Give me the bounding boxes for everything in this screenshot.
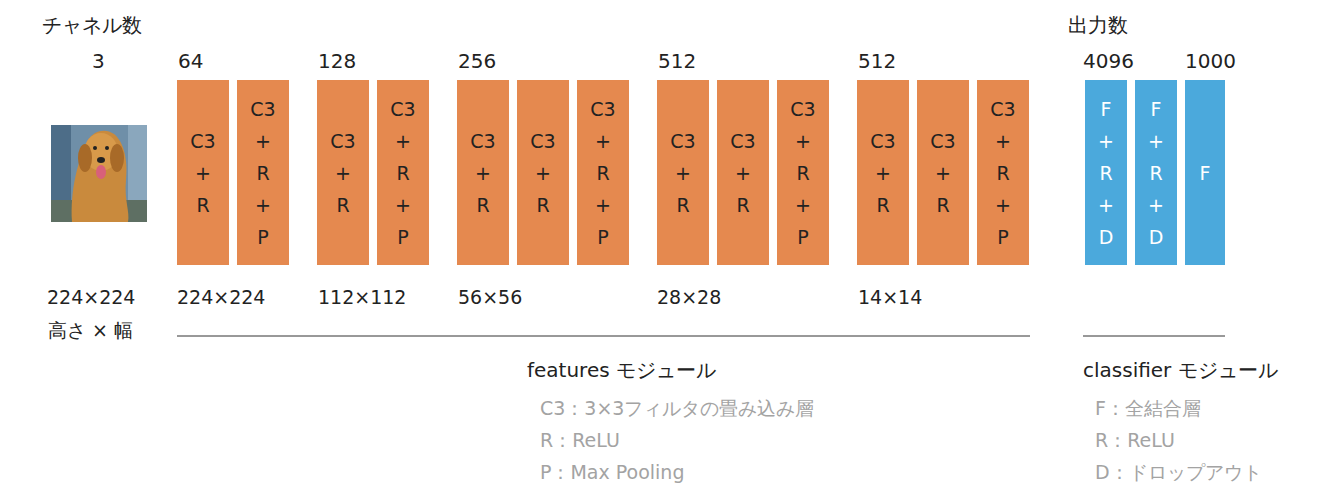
fc-layer-box: F + R + D	[1135, 80, 1177, 265]
conv-layer-box: C3 + R	[177, 80, 229, 265]
fc-layer-box: F	[1185, 80, 1225, 265]
axis-heading: 出力数	[1068, 13, 1128, 37]
layer-label: F + R + D	[1148, 93, 1164, 253]
layer-label: F + R + D	[1098, 93, 1114, 253]
conv-layer-box: C3 + R	[657, 80, 709, 265]
size-label: 224×224	[47, 286, 135, 309]
channel-count: 512	[858, 49, 896, 73]
channel-count: 3	[92, 49, 105, 73]
axis-heading: チャネル数	[42, 13, 142, 37]
conv-layer-box: C3 + R	[857, 80, 909, 265]
conv-layer-box: C3 + R	[517, 80, 569, 265]
conv-layer-box: C3 + R + P	[237, 80, 289, 265]
layer-label: C3 + R + P	[250, 93, 275, 253]
legend-note: F：全結合層	[1095, 397, 1201, 420]
legend-note: R：ReLU	[1095, 429, 1175, 452]
conv-layer-box: C3 + R + P	[577, 80, 629, 265]
features-bracket-line	[177, 336, 1030, 337]
layer-label: C3 + R	[470, 125, 495, 221]
channel-count: 64	[178, 49, 203, 73]
dog-photo	[51, 125, 147, 222]
conv-layer-box: C3 + R + P	[777, 80, 829, 265]
legend-note: R：ReLU	[540, 429, 620, 452]
size-label: 56×56	[458, 286, 522, 309]
layer-label: C3 + R	[870, 125, 895, 221]
layer-label: C3 + R	[930, 125, 955, 221]
layer-label: C3 + R + P	[990, 93, 1015, 253]
size-label: 224×224	[177, 286, 265, 309]
legend-note: C3：3×3フィルタの畳み込み層	[540, 397, 814, 420]
classifier-bracket-line	[1083, 336, 1225, 337]
conv-layer-box: C3 + R	[317, 80, 369, 265]
layer-label: C3 + R	[730, 125, 755, 221]
legend-note: D：ドロップアウト	[1095, 461, 1262, 484]
conv-layer-box: C3 + R	[717, 80, 769, 265]
conv-layer-box: C3 + R	[457, 80, 509, 265]
channel-count: 128	[318, 49, 356, 73]
output-count: 1000	[1185, 49, 1236, 73]
module-name: classifier モジュール	[1083, 358, 1278, 382]
fc-layer-box: F + R + D	[1085, 80, 1127, 265]
layer-label: F	[1200, 157, 1211, 189]
conv-layer-box: C3 + R + P	[977, 80, 1029, 265]
layer-label: C3 + R	[190, 125, 215, 221]
size-label: 14×14	[858, 286, 922, 309]
layer-label: C3 + R + P	[590, 93, 615, 253]
legend-note: P：Max Pooling	[540, 461, 684, 484]
output-count: 4096	[1083, 49, 1134, 73]
size-label: 28×28	[657, 286, 721, 309]
layer-label: C3 + R + P	[390, 93, 415, 253]
conv-layer-box: C3 + R	[917, 80, 969, 265]
layer-label: C3 + R + P	[790, 93, 815, 253]
conv-layer-box: C3 + R + P	[377, 80, 429, 265]
layer-label: C3 + R	[670, 125, 695, 221]
axis-heading: 高さ × 幅	[48, 319, 133, 342]
layer-label: C3 + R	[330, 125, 355, 221]
layer-label: C3 + R	[530, 125, 555, 221]
channel-count: 256	[458, 49, 496, 73]
channel-count: 512	[658, 49, 696, 73]
size-label: 112×112	[318, 286, 406, 309]
module-name: features モジュール	[527, 358, 716, 382]
